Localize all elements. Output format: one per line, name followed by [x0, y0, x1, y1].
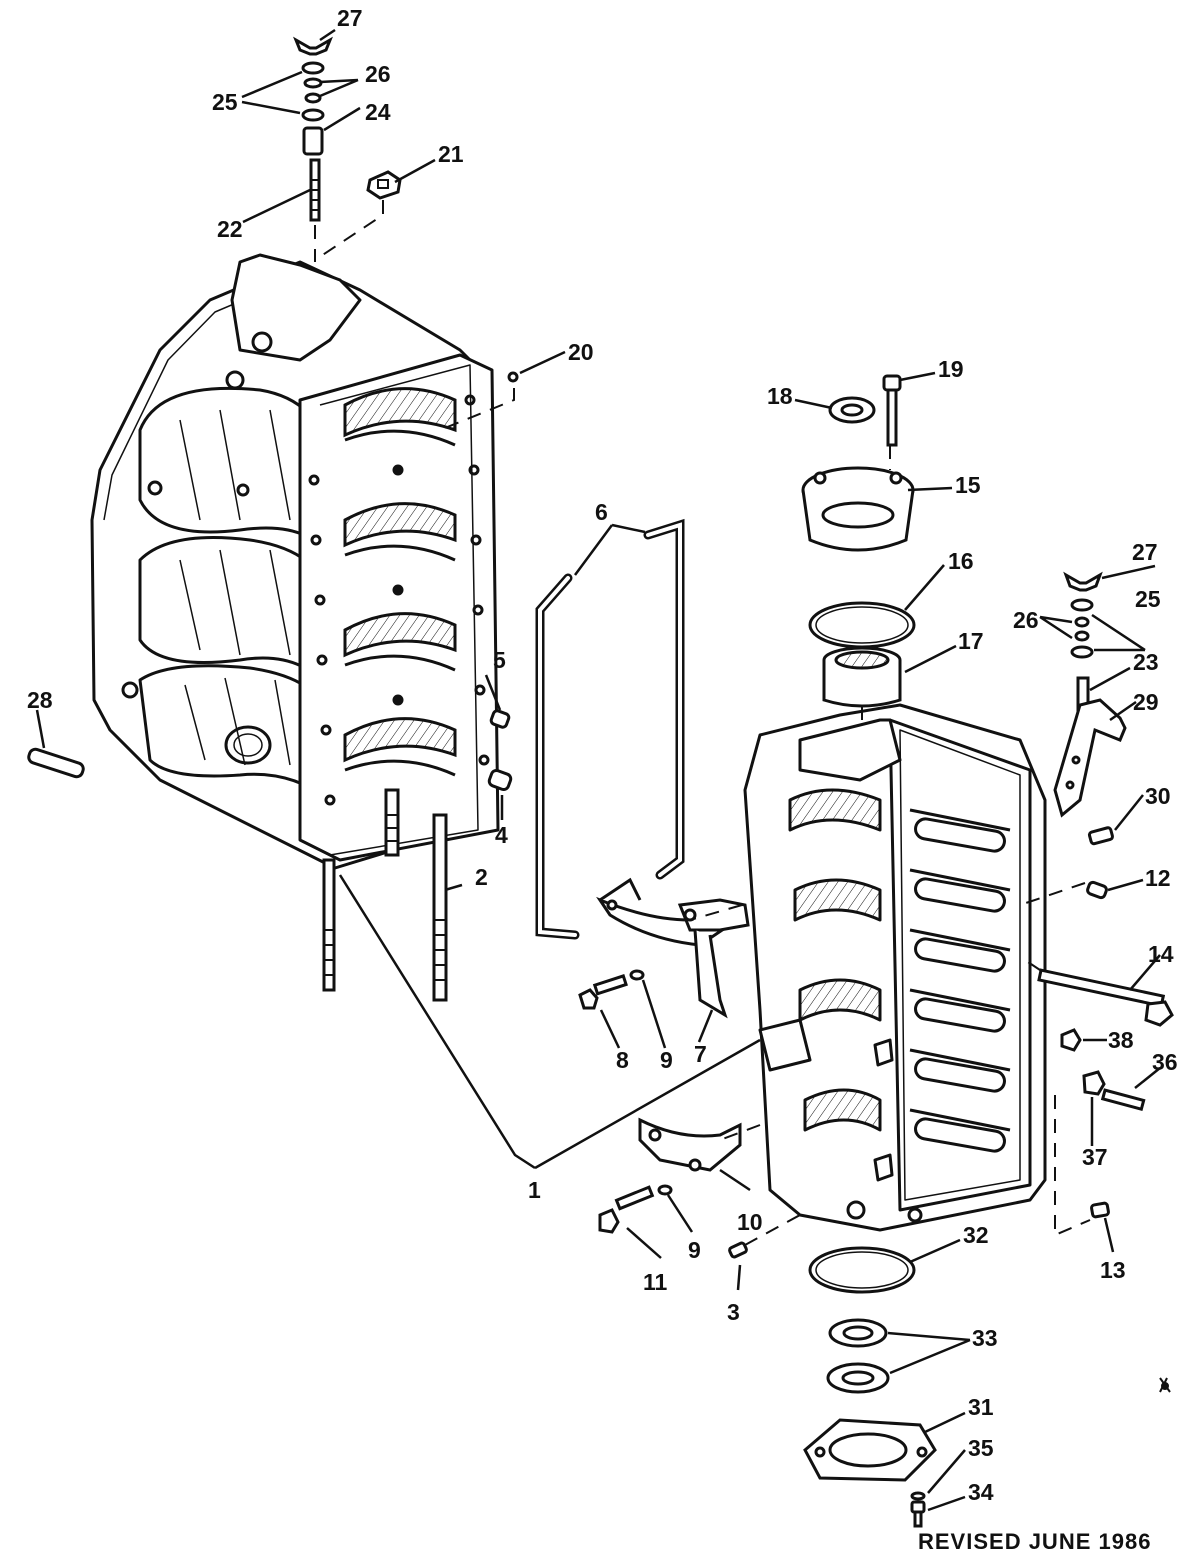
- alignment-guides: [314, 200, 1091, 1246]
- bearing-straps: [596, 877, 750, 1172]
- revision-note: REVISED JUNE 1986: [918, 1529, 1152, 1554]
- callout-21: 21: [438, 141, 464, 167]
- callout-36: 36: [1152, 1049, 1178, 1075]
- callout-17: 17: [958, 628, 984, 654]
- bearing-stack-top: [801, 374, 916, 708]
- callout-3: 3: [727, 1299, 740, 1325]
- callout-27b: 27: [1132, 539, 1158, 565]
- crankcase-right: [743, 703, 1047, 1232]
- callout-4: 4: [495, 822, 508, 848]
- callout-23: 23: [1133, 649, 1159, 675]
- print-mark: [1159, 1377, 1171, 1393]
- callout-8: 8: [616, 1047, 629, 1073]
- callout-38: 38: [1108, 1027, 1134, 1053]
- callout-11: 11: [643, 1269, 668, 1295]
- callout-24: 24: [365, 99, 391, 125]
- callout-12: 12: [1145, 865, 1171, 891]
- leader-lines: [35, 28, 1161, 1512]
- callout-15: 15: [955, 472, 981, 498]
- callout-32: 32: [963, 1222, 989, 1248]
- callout-13: 13: [1100, 1257, 1126, 1283]
- bearing-stack-bottom: [803, 1246, 937, 1528]
- main-bearing-saddles-left: [308, 387, 490, 806]
- callout-33: 33: [972, 1325, 998, 1351]
- callout-14: 14: [1148, 941, 1174, 967]
- callout-2: 2: [475, 864, 488, 890]
- callout-10: 10: [737, 1209, 763, 1235]
- callout-29: 29: [1133, 689, 1159, 715]
- callout-18: 18: [767, 383, 793, 409]
- callout-37: 37: [1082, 1144, 1108, 1170]
- callout-35: 35: [968, 1435, 994, 1461]
- callout-19: 19: [938, 356, 964, 382]
- callout-27a: 27: [337, 5, 363, 31]
- callout-34: 34: [968, 1479, 994, 1505]
- callout-22: 22: [217, 216, 243, 242]
- callout-31: 31: [968, 1394, 994, 1420]
- callout-26a: 26: [365, 61, 391, 87]
- callout-20: 20: [568, 339, 594, 365]
- callout-6: 6: [595, 499, 608, 525]
- transfer-tube-pair-inner: [538, 522, 682, 937]
- callout-9b: 9: [688, 1237, 701, 1263]
- callout-25a: 25: [212, 89, 238, 115]
- callout-9a: 9: [660, 1047, 673, 1073]
- cylinder-block-left: [90, 253, 500, 870]
- screws-and-plugs: [578, 571, 1174, 1259]
- callout-7: 7: [694, 1041, 707, 1067]
- callout-numbers: 1 2 3 4 5 6 7 8 9 9 10 11 12 13 14 15 16…: [27, 5, 1178, 1505]
- callout-16: 16: [948, 548, 974, 574]
- callout-26b: 26: [1013, 607, 1039, 633]
- callout-5: 5: [493, 647, 506, 673]
- callout-1: 1: [528, 1177, 541, 1203]
- callout-25b: 25: [1135, 586, 1161, 612]
- callout-30: 30: [1145, 783, 1171, 809]
- callout-28: 28: [27, 687, 53, 713]
- fastener-hardware-left: [27, 36, 519, 1002]
